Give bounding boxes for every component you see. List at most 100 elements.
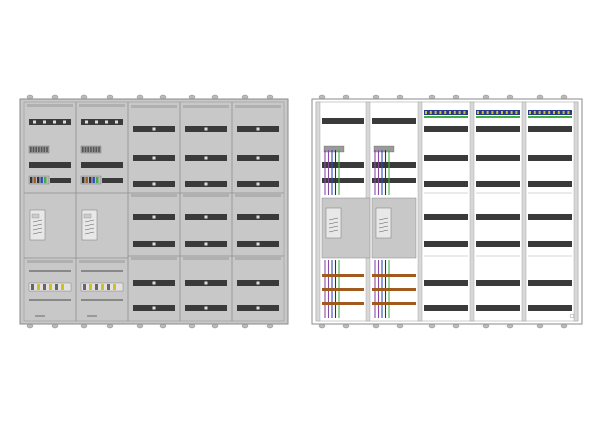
label-plate xyxy=(35,315,45,317)
breaker-pole xyxy=(44,177,47,183)
bar xyxy=(29,270,71,272)
terminal-screw xyxy=(543,111,546,114)
rail-slot xyxy=(152,182,156,186)
terminal xyxy=(87,147,89,152)
terminal-screw xyxy=(533,111,536,114)
section-header xyxy=(131,257,177,260)
meter-mark xyxy=(84,227,95,231)
terminal xyxy=(46,147,48,152)
label-plate xyxy=(87,315,97,317)
section-header xyxy=(183,194,229,197)
terminal-screw xyxy=(477,111,479,114)
rail-slot xyxy=(256,127,260,131)
breaker-pole xyxy=(89,177,92,183)
din-rail xyxy=(424,280,468,286)
bar xyxy=(81,299,123,301)
rail-slot xyxy=(53,120,56,124)
rail-slot xyxy=(204,156,208,160)
din-rail xyxy=(528,241,572,247)
terminal-screw xyxy=(481,111,484,114)
din-rail xyxy=(528,155,572,161)
pe-strip xyxy=(424,116,468,118)
din-rail xyxy=(424,214,468,220)
switch-pole xyxy=(83,284,86,290)
meter-mark xyxy=(32,223,43,227)
terminal xyxy=(40,147,43,152)
din-rail xyxy=(476,181,520,187)
terminal-screw xyxy=(501,111,503,114)
terminal xyxy=(84,147,87,152)
din-rail xyxy=(528,305,572,311)
right-content xyxy=(321,110,575,319)
din-rail xyxy=(81,162,123,168)
rail-slot xyxy=(256,242,260,246)
section-header xyxy=(131,105,177,108)
din-rail xyxy=(424,181,468,187)
switch-pole xyxy=(89,284,92,290)
section-header xyxy=(235,194,281,197)
terminal xyxy=(95,147,98,152)
meter-mark xyxy=(328,225,339,229)
rail-slot xyxy=(256,156,260,160)
meter-header xyxy=(27,260,73,263)
rail-slot xyxy=(152,127,156,131)
terminal-screw xyxy=(505,111,508,114)
meter-mark xyxy=(84,219,95,223)
rail-slot xyxy=(256,182,260,186)
section-header xyxy=(235,105,281,108)
din-rail xyxy=(322,118,364,124)
switch-pole xyxy=(113,284,116,290)
din-rail xyxy=(50,178,71,183)
rail-slot xyxy=(204,306,208,310)
terminal xyxy=(82,147,84,152)
terminal-screw xyxy=(434,111,437,114)
rail-slot xyxy=(152,281,156,285)
din-rail xyxy=(424,126,468,132)
meter-mark xyxy=(378,229,389,233)
pe-strip xyxy=(528,116,572,118)
meter-header xyxy=(79,104,125,107)
breaker-pole xyxy=(33,177,36,183)
meter-mark xyxy=(84,231,95,235)
rail-slot xyxy=(85,120,88,124)
rail-slot xyxy=(33,120,36,124)
terminal-block xyxy=(373,145,395,153)
meter-mark xyxy=(328,229,339,233)
top-mounting-screws-right xyxy=(318,94,568,100)
terminal-screw xyxy=(449,111,451,114)
busbar xyxy=(322,288,364,291)
din-rail xyxy=(322,162,364,168)
meter-mark xyxy=(378,225,389,229)
breaker-pole xyxy=(92,177,95,183)
din-rail xyxy=(81,119,123,125)
din-rail xyxy=(476,241,520,247)
din-rail xyxy=(528,126,572,132)
terminal-screw xyxy=(444,111,447,114)
din-rail xyxy=(424,241,468,247)
din-rail xyxy=(29,162,71,168)
terminal-screw xyxy=(553,111,555,114)
din-rail xyxy=(372,178,416,183)
breaker-pole xyxy=(30,177,33,183)
terminal-screw xyxy=(510,111,513,114)
section-header xyxy=(183,257,229,260)
switch-pole xyxy=(107,284,110,290)
rail-slot xyxy=(105,120,108,124)
terminal-screw xyxy=(439,111,442,114)
terminal-screw xyxy=(567,111,570,114)
meter-mark xyxy=(378,217,389,221)
switch-pole xyxy=(31,284,34,290)
terminal xyxy=(43,147,46,152)
meter-mark xyxy=(32,227,43,231)
bottom-mounting-screws xyxy=(26,323,274,329)
terminal-screw xyxy=(529,111,531,114)
din-rail xyxy=(29,119,71,125)
meter-display xyxy=(31,213,40,219)
busbar xyxy=(372,302,416,305)
terminal-screw xyxy=(557,111,560,114)
breaker-pole xyxy=(85,177,88,183)
busbar xyxy=(372,274,416,277)
switch-pole xyxy=(43,284,46,290)
breaker-pole xyxy=(96,177,99,183)
